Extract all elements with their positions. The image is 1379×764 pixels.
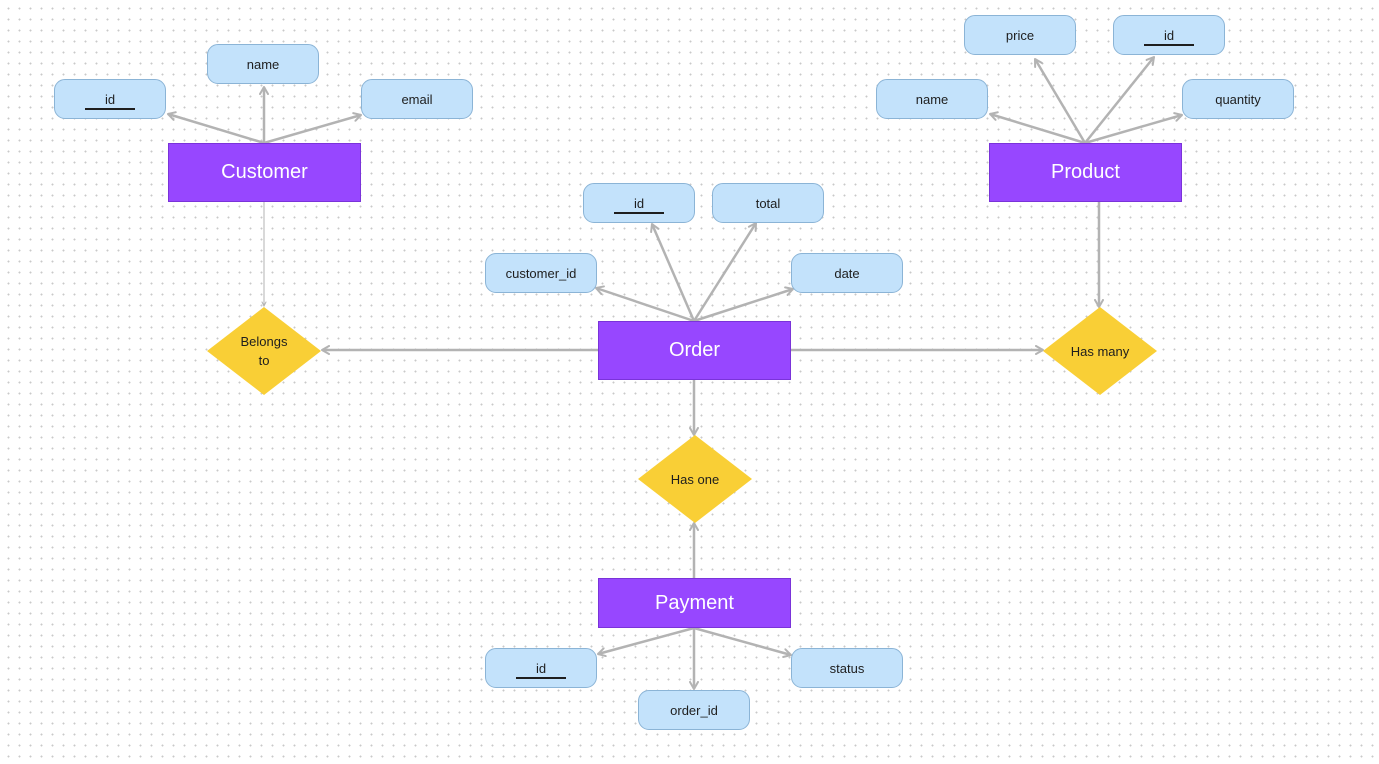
attribute-payment-id[interactable]: id	[485, 648, 597, 688]
attribute-payment-status[interactable]: status	[791, 648, 903, 688]
connector-customer-email	[263, 112, 362, 145]
relationship-has-one[interactable]: Has one	[638, 435, 752, 523]
attribute-product-name[interactable]: name	[876, 79, 988, 119]
entity-product[interactable]: Product	[989, 143, 1182, 202]
attribute-label: id	[515, 660, 567, 679]
attribute-order-id[interactable]: id	[583, 183, 695, 223]
entity-label: Customer	[221, 161, 308, 183]
connector-order-total	[692, 222, 758, 322]
entity-label: Payment	[655, 591, 734, 614]
entity-payment[interactable]: Payment	[598, 578, 791, 628]
attribute-product-price[interactable]: price	[964, 15, 1076, 55]
connector-order-id	[650, 223, 696, 322]
attribute-order-total[interactable]: total	[712, 183, 824, 223]
connector-order-customer-id	[595, 285, 695, 323]
attribute-label: email	[401, 91, 433, 107]
attribute-order-customer-id[interactable]: customer_id	[485, 253, 597, 293]
attribute-label: price	[1005, 27, 1035, 43]
relationship-label: Has one	[670, 471, 720, 487]
connector-payment-status	[693, 626, 792, 658]
entity-label: Product	[1051, 161, 1120, 183]
attribute-label: id	[1143, 27, 1195, 46]
attribute-label: date	[834, 265, 860, 281]
attribute-customer-email[interactable]: email	[361, 79, 473, 119]
attribute-label: quantity	[1215, 91, 1261, 107]
entity-customer[interactable]: Customer	[168, 143, 361, 202]
attribute-product-id[interactable]: id	[1113, 15, 1225, 55]
connector-order-date	[693, 286, 794, 323]
connector-product-price	[1033, 57, 1087, 144]
attribute-label: total	[755, 195, 781, 211]
relationship-label: Has many	[1070, 343, 1130, 359]
connector-product-quantity	[1084, 112, 1183, 145]
entity-order[interactable]: Order	[598, 321, 791, 380]
entity-label: Order	[668, 339, 721, 361]
connector-customer-id	[167, 111, 265, 145]
connector-product-name	[989, 111, 1086, 145]
attribute-label: order_id	[670, 702, 718, 718]
relationship-label: Belongs to	[240, 334, 288, 368]
connector-payment-id	[597, 626, 695, 658]
relationship-belongs-to[interactable]: Belongs to	[207, 307, 321, 395]
attribute-label: status	[829, 660, 865, 676]
attribute-payment-order-id[interactable]: order_id	[638, 690, 750, 730]
attribute-label: name	[915, 91, 949, 107]
attribute-label: id	[613, 195, 665, 214]
attribute-label: customer_id	[505, 265, 577, 281]
attribute-product-quantity[interactable]: quantity	[1182, 79, 1294, 119]
connector-product-id	[1084, 56, 1155, 144]
attribute-label: name	[246, 56, 280, 72]
attribute-customer-id[interactable]: id	[54, 79, 166, 119]
attribute-label: id	[84, 91, 136, 110]
attribute-customer-name[interactable]: name	[207, 44, 319, 84]
relationship-has-many[interactable]: Has many	[1043, 307, 1157, 395]
attribute-order-date[interactable]: date	[791, 253, 903, 293]
